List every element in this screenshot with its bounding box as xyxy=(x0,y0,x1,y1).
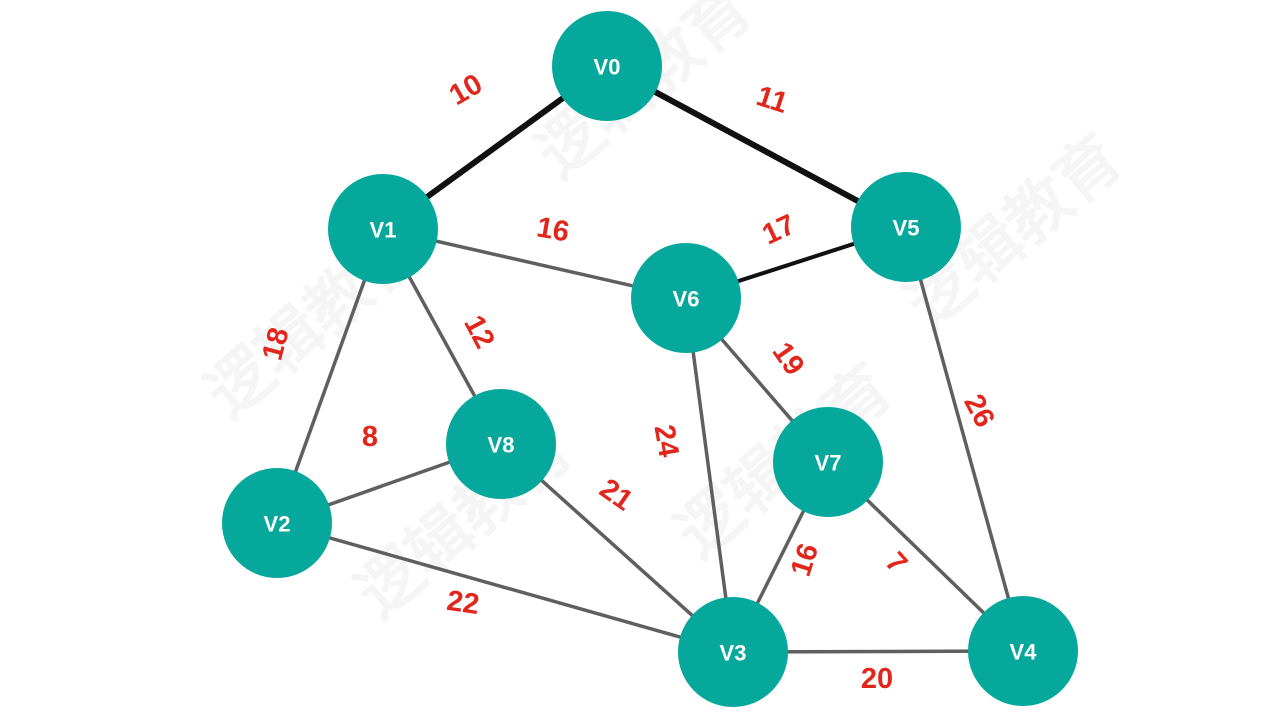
node-v3: V3 xyxy=(678,597,788,707)
weight-label-v5-v4: 26 xyxy=(957,389,1000,433)
node-v4: V4 xyxy=(968,596,1078,706)
weight-label-v7-v3: 16 xyxy=(785,540,825,581)
node-label: V8 xyxy=(488,433,515,458)
node-v5: V5 xyxy=(851,172,961,282)
weight-label-v0-v1: 10 xyxy=(444,68,488,112)
edge-v0-v5 xyxy=(604,63,909,230)
node-label: V1 xyxy=(370,218,397,243)
node-circle xyxy=(678,597,788,707)
node-label: V6 xyxy=(673,287,700,312)
node-label: V3 xyxy=(720,641,747,666)
weight-label-v6-v7: 19 xyxy=(766,337,811,382)
weight-label-v1-v8: 12 xyxy=(457,310,500,354)
node-label: V0 xyxy=(594,55,621,80)
node-circle xyxy=(552,11,662,121)
node-circle xyxy=(446,389,556,499)
weight-label-v2-v8: 8 xyxy=(362,421,378,453)
weight-label-v1-v6: 16 xyxy=(534,211,571,248)
node-circle xyxy=(851,172,961,282)
node-circle xyxy=(328,174,438,284)
weight-label-v0-v5: 11 xyxy=(752,80,791,120)
node-circle xyxy=(631,243,741,353)
weight-label-v5-v6: 17 xyxy=(758,209,801,252)
node-circle xyxy=(773,407,883,517)
weight-label-v7-v4: 7 xyxy=(879,546,914,579)
weight-label-v2-v3: 22 xyxy=(445,585,481,621)
node-v2: V2 xyxy=(222,468,332,578)
edge-v5-v4 xyxy=(904,225,1025,653)
node-v8: V8 xyxy=(446,389,556,499)
node-label: V7 xyxy=(815,451,842,476)
node-label: V4 xyxy=(1010,640,1038,665)
node-label: V5 xyxy=(893,216,920,241)
node-circle xyxy=(968,596,1078,706)
weight-label-v3-v4: 20 xyxy=(861,663,893,695)
node-v6: V6 xyxy=(631,243,741,353)
edge-v6-v3 xyxy=(684,296,735,654)
weight-label-v8-v3: 21 xyxy=(594,473,639,518)
edge-v2-v3 xyxy=(275,521,735,654)
weight-label-v6-v3: 24 xyxy=(647,422,684,459)
node-v7: V7 xyxy=(773,407,883,517)
node-circle xyxy=(222,468,332,578)
node-label: V2 xyxy=(264,512,291,537)
node-v1: V1 xyxy=(328,174,438,284)
node-v0: V0 xyxy=(552,11,662,121)
